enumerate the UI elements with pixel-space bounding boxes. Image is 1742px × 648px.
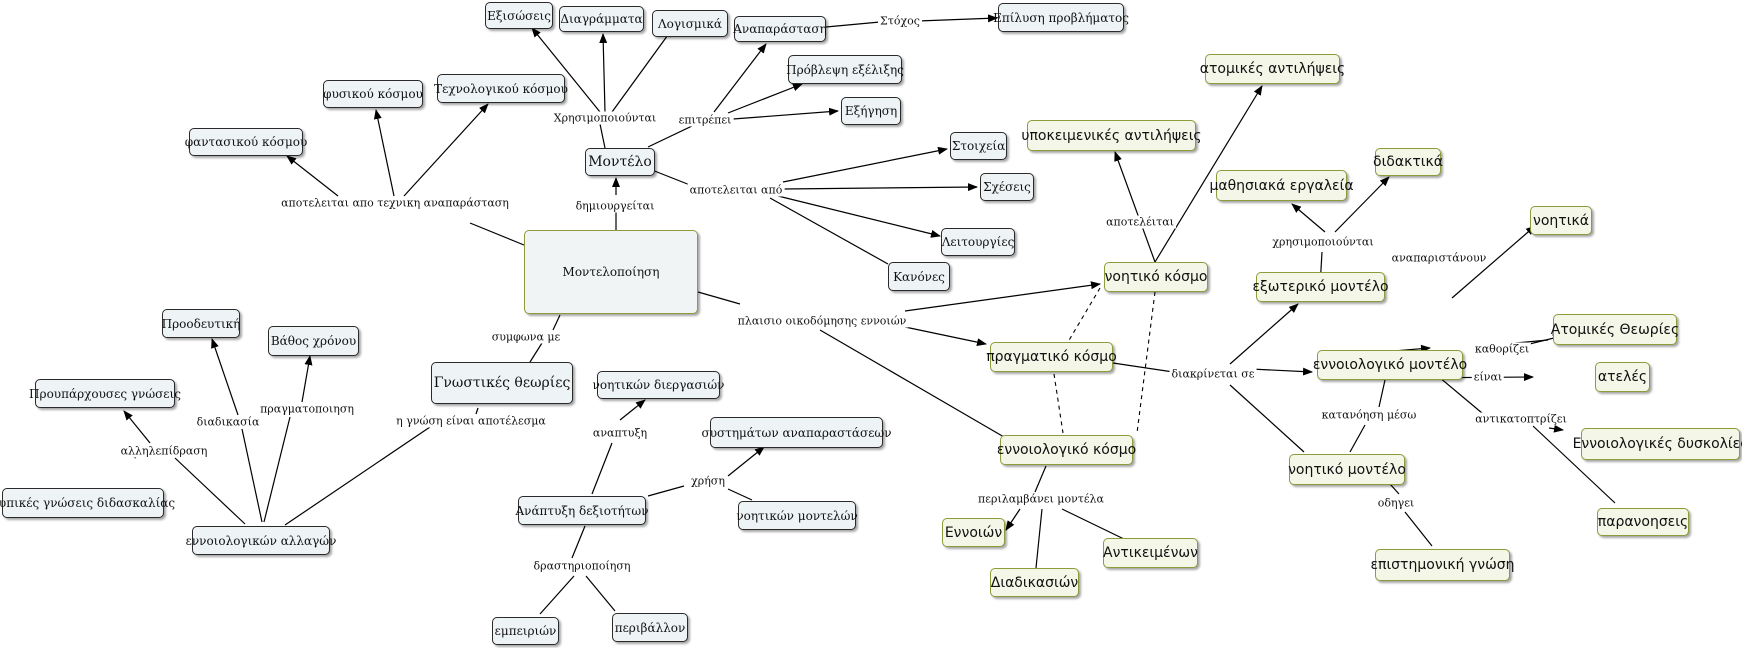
node-provlepsi: Πρόβλεψη εξέλιξης [786,55,904,84]
link-einai: είναι [1471,370,1505,384]
node-vathos: Βάθος χρόνου [268,326,359,356]
link-xrisi: χρήση [689,474,727,488]
node-ypokeimenikes: υποκειμενικές αντιλήψεις [1021,120,1202,151]
node-exoteriko: εξωτερικό μοντέλο [1252,272,1389,302]
node-exisoseis: Εξισώσεις [485,2,553,29]
node-ennoiologikon-allagon: εννοιολογικών αλλαγών [186,526,336,555]
link-diakrinetai: διακρίνεται σε [1169,367,1257,381]
node-noitiko-kosmo: νοητικό κόσμο [1104,262,1208,292]
node-leitourgies: Λειτουργίες [941,228,1015,256]
link-stoxos: Στόχος [878,14,922,28]
link-symfona: συμφωνα με [489,330,563,344]
link-diadikasia: διαδικασία [194,415,262,429]
node-ennoiologiko-kosmo: εννοιολογικό κόσμο [997,435,1136,465]
node-pragmatiko-kosmo: πραγματικό κόσμο [986,342,1117,372]
node-noitika: νοητικά [1530,206,1592,235]
node-atomikes-antilipseis: ατομικές αντιλήψεις [1200,54,1345,84]
link-periamvanei: περιλαμβάνει μοντέλα [976,492,1106,506]
link-kathorizei: καθορίζει [1472,342,1532,356]
link-anaptyxi: αναπτυξη [590,426,650,440]
node-ennoiologiko-montelo: εννοιολογικό μοντέλο [1313,350,1467,380]
link-drastiriopoiisi: δραστηριοποίηση [531,559,633,573]
node-perivallon: περιβάλλον [612,613,688,642]
node-noitikon-diergasion: νοητικών διεργασιών [593,371,724,399]
node-proyparxouses: Προυπάρχουσες γνώσεις [29,379,181,408]
link-xrisimopoiountai: Χρησιμοποιούνται [551,111,659,125]
node-didaktika: διδακτικά [1373,148,1443,176]
node-noitiko-montelo: νοητικό μοντέλο [1288,454,1406,485]
link-anaparistanoun: αναπαριστάνουν [1389,251,1489,265]
node-anaptyxi: Ανάπτυξη δεξιοτήτων [515,496,649,525]
link-antikatoptrizei: αντικατοπτρίζει [1473,412,1569,426]
node-sxeseis: Σχέσεις [980,173,1034,201]
link-katanoisi: κατανόηση μέσω [1319,408,1419,422]
node-antikeimenon: Αντικειμένων [1103,538,1198,568]
node-ennoiologikes-dyskolies: Εννοιολογικές δυσκολίες [1573,428,1742,460]
node-montelo: Μοντέλο [585,148,655,176]
node-gnostikes: Γνωστικές θεωρίες [431,362,573,404]
node-epistimoniki: επιστημονική γνώση [1370,549,1515,581]
node-exigisi: Εξήγηση [841,97,901,125]
link-gnosi: η γνώση είναι αποτέλεσμα [394,414,548,428]
node-mathisiaka: μαθησιακά εργαλεία [1209,170,1354,201]
link-odigei: οδηγει [1375,496,1417,510]
link-xrisimopoiountai2: χρησιμοποιούνται [1270,235,1376,249]
node-ateles: ατελές [1595,362,1650,392]
node-fysikou: φυσικού κόσμου [323,80,423,108]
node-diagrammata: Διαγράμματα [559,6,644,32]
node-stoixeia: Στοιχεία [950,132,1007,160]
node-montelopoiisi: Μοντελοποίηση [524,230,698,314]
link-apoteleitai-apo: αποτελειται από [687,183,785,197]
node-logismika: Λογισμικά [652,10,728,37]
link-plaisio: πλαισιο οικοδόμησης εννοιών [735,314,909,328]
node-texnologikou: Τεχνολογικού κόσμου [434,74,568,103]
link-texniki: αποτελειται απο τεχνικη αναπαράσταση [279,196,511,210]
node-systimaton: συστημάτων αναπαραστάσεων [702,417,892,448]
link-pragmatopoiisi: πραγματοποιηση [258,402,356,416]
node-paranoiseis: παρανοησεις [1597,508,1689,536]
link-epitrepei: επιτρέπει [676,113,734,127]
node-proodeftiki: Προοδευτική [162,309,240,338]
node-noitikon-montelon: νοητικών μοντελών [736,501,858,530]
node-atomikes-theories: Ατομικές Θεωρίες [1551,314,1679,345]
node-epilysi: Επίλυση προβλήματος [993,3,1129,32]
node-diadikasion: Διαδικασιών [990,568,1079,597]
node-empeirion: εμπειριών [492,617,559,645]
node-fantastikou: φαντασικού κόσμου [185,128,307,156]
node-typikes: Τυπικές γνώσεις διδασκαλίας [0,488,175,518]
node-anaparastasi: Αναπαράσταση [733,16,827,42]
node-ennoion: Εννοιών [942,518,1005,547]
link-allilepidrasi: αλληλεπίδραση [118,444,210,458]
link-dimiourgeitai: δημιουργείται [573,199,657,213]
node-kanones: Κανόνες [888,262,950,291]
link-apoteleitai: αποτελέιται [1104,215,1176,229]
